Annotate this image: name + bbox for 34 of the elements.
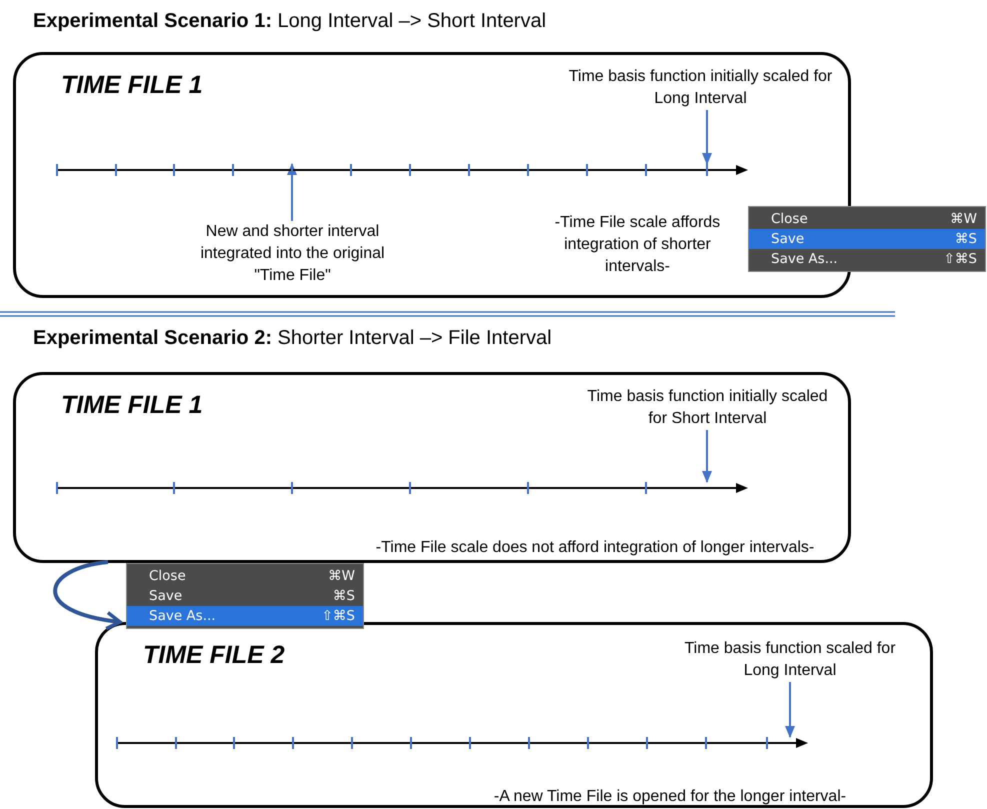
panel-heading: TIME FILE 1 xyxy=(61,391,203,420)
section-heading: Experimental Scenario 1: Long Interval –> Short Interval xyxy=(33,10,546,33)
annotation-text: Time basis function initially scaled for Long Interval xyxy=(568,66,833,110)
keyboard-shortcut: ⇧⌘S xyxy=(944,250,977,269)
panel-heading: TIME FILE 1 xyxy=(61,71,203,100)
keyboard-shortcut: ⌘S xyxy=(954,230,977,249)
keyboard-shortcut: ⌘W xyxy=(328,567,355,586)
panel-heading: TIME FILE 2 xyxy=(143,641,285,670)
curved-arrow xyxy=(53,560,122,630)
menu-item-label: Save As... xyxy=(771,250,838,269)
annotation-text: -Time File scale affords integration of shorter intervals- xyxy=(545,212,730,278)
menu-item-label: Close xyxy=(149,567,186,586)
arrow xyxy=(785,682,795,738)
dropdown-menu xyxy=(748,206,986,272)
menu-item-label: Save xyxy=(771,230,804,249)
annotation-text: -Time File scale does not afford integration of longer intervals- xyxy=(345,537,845,559)
keyboard-shortcut: ⌘S xyxy=(332,587,355,606)
arrow xyxy=(287,163,297,221)
menu-item-label: Close xyxy=(771,210,808,229)
annotation-text: -A new Time File is opened for the longer interval- xyxy=(470,786,870,808)
keyboard-shortcut: ⇧⌘S xyxy=(322,607,355,626)
annotation-text: Time basis function scaled for Long Interval xyxy=(665,638,915,682)
menu-item-label: Save xyxy=(149,587,182,606)
menu-item-label: Save As... xyxy=(149,607,216,626)
file-panel xyxy=(95,622,933,808)
file-panel xyxy=(13,52,851,298)
file-panel xyxy=(13,372,851,563)
dropdown-menu xyxy=(126,563,364,629)
section-heading: Experimental Scenario 2: Shorter Interval –> File Interval xyxy=(33,327,552,350)
keyboard-shortcut: ⌘W xyxy=(950,210,977,229)
arrow xyxy=(702,110,712,165)
arrow xyxy=(702,430,712,483)
annotation-text: Time basis function initially scaled for Short Interval xyxy=(580,386,835,430)
annotation-text: New and shorter interval integrated into the original "Time File" xyxy=(180,221,405,287)
